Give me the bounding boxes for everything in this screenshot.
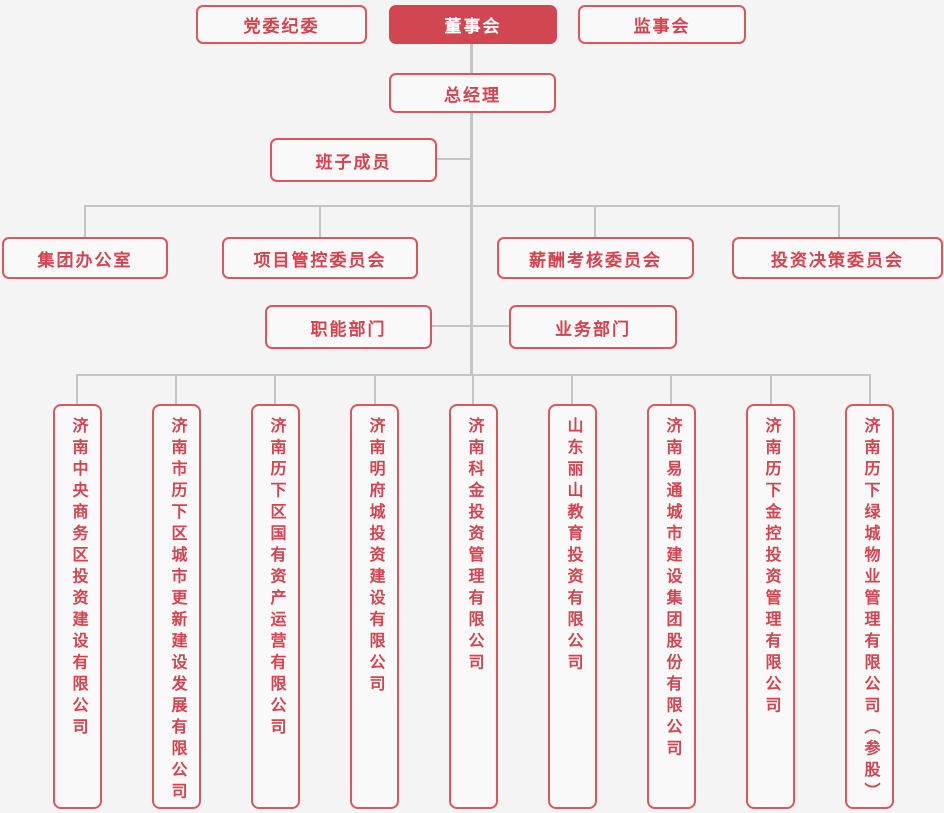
connector-committee-drop <box>594 205 596 237</box>
connector-subsidiary-drop <box>76 374 78 404</box>
connector-subsidiary-drop <box>770 374 772 404</box>
node-label: 职能部门 <box>310 319 387 339</box>
node-project-control-committee: 项目管控委员会 <box>222 237 418 279</box>
node-label: 投资决策委员会 <box>771 250 904 270</box>
connector-subsidiary-drop <box>869 374 871 404</box>
node-subsidiary-5: 济南科金投资管理有限公司 <box>449 404 498 809</box>
node-label: 董事会 <box>444 17 502 36</box>
connector-subsidiary-drop <box>175 374 177 404</box>
node-label: 济南市历下区城市更新建设发展有限公司 <box>168 417 186 804</box>
node-supervisory-board: 监事会 <box>578 5 746 44</box>
node-leadership-team: 班子成员 <box>270 138 437 182</box>
node-label: 济南历下区国有资产运营有限公司 <box>267 417 285 740</box>
node-subsidiary-6: 山东丽山教育投资有限公司 <box>548 404 597 809</box>
connector-subsidiary-drop <box>571 374 573 404</box>
node-subsidiary-4: 济南明府城投资建设有限公司 <box>350 404 399 809</box>
connector-departments-branch <box>432 325 510 327</box>
node-subsidiary-9: 济南历下绿城物业管理有限公司（参股） <box>845 404 894 809</box>
connector-committees-rail <box>84 205 840 207</box>
connector-committee-drop <box>84 205 86 237</box>
node-label: 项目管控委员会 <box>253 250 387 270</box>
connector-committee-drop <box>319 205 321 237</box>
node-label: 薪酬考核委员会 <box>529 250 662 270</box>
node-subsidiary-3: 济南历下区国有资产运营有限公司 <box>251 404 300 809</box>
node-party-discipline-committee: 党委纪委 <box>196 5 367 44</box>
node-business-departments: 业务部门 <box>509 305 677 349</box>
node-label: 济南历下金控投资管理有限公司 <box>762 417 780 718</box>
node-label: 党委纪委 <box>243 17 320 36</box>
node-general-manager: 总经理 <box>389 73 556 113</box>
node-label: 济南中央商务区投资建设有限公司 <box>69 417 87 740</box>
node-functional-departments: 职能部门 <box>265 305 432 349</box>
node-label: 监事会 <box>633 17 691 36</box>
connector-subsidiary-drop <box>472 374 474 404</box>
connector-subsidiary-drop <box>274 374 276 404</box>
node-label: 业务部门 <box>555 319 631 339</box>
connector-board-gm <box>470 43 473 75</box>
node-label: 集团办公室 <box>37 250 133 270</box>
node-subsidiary-1: 济南中央商务区投资建设有限公司 <box>53 404 102 809</box>
node-label: 济南明府城投资建设有限公司 <box>366 417 384 697</box>
node-board-of-directors: 董事会 <box>389 5 557 44</box>
node-subsidiary-2: 济南市历下区城市更新建设发展有限公司 <box>152 404 201 809</box>
node-label: 班子成员 <box>315 152 392 172</box>
node-label: 济南科金投资管理有限公司 <box>465 417 483 675</box>
connector-subsidiary-drop <box>374 374 376 404</box>
node-subsidiary-7: 济南易通城市建设集团股份有限公司 <box>647 404 696 809</box>
node-group-office: 集团办公室 <box>2 237 168 279</box>
connector-main-vertical <box>470 113 473 376</box>
connector-team-branch <box>437 158 473 160</box>
connector-subsidiary-drop <box>670 374 672 404</box>
node-compensation-assessment-committee: 薪酬考核委员会 <box>497 237 694 279</box>
node-subsidiary-8: 济南历下金控投资管理有限公司 <box>746 404 795 809</box>
connector-committee-drop <box>838 205 840 237</box>
node-investment-decision-committee: 投资决策委员会 <box>732 237 943 279</box>
node-label: 济南易通城市建设集团股份有限公司 <box>663 417 681 761</box>
node-label: 总经理 <box>444 85 501 105</box>
node-label: 山东丽山教育投资有限公司 <box>564 417 582 675</box>
node-label: 济南历下绿城物业管理有限公司（参股） <box>861 417 879 804</box>
